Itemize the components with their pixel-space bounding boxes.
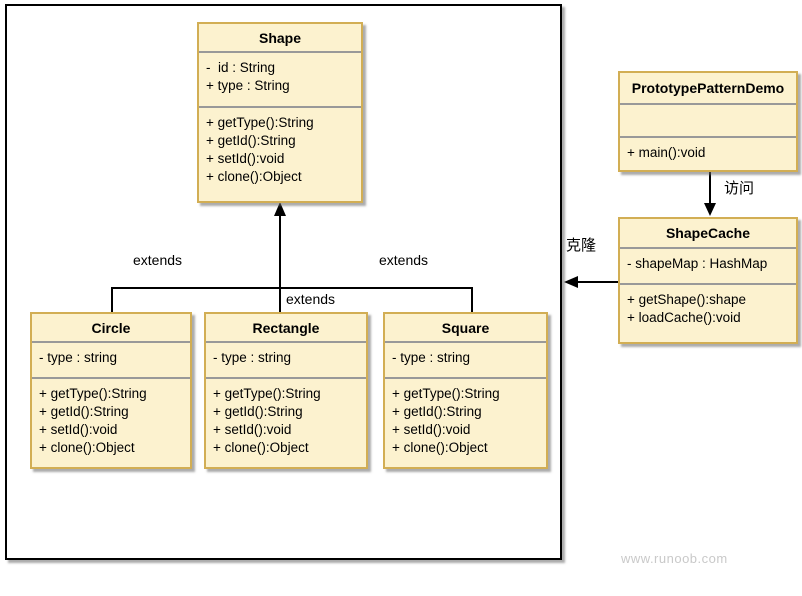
class-shapecache-methods: + getShape():shape + loadCache():void xyxy=(620,285,796,342)
class-square-attributes: - type : string xyxy=(385,343,546,379)
method-line: + getType():String xyxy=(39,386,147,401)
class-shapecache-title: ShapeCache xyxy=(620,219,796,249)
arrowhead-down-shapecache xyxy=(704,203,716,216)
class-shapecache-attributes: - shapeMap : HashMap xyxy=(620,249,796,285)
method-line: + clone():Object xyxy=(206,169,302,184)
method-line: + main():void xyxy=(627,145,706,160)
method-line: + getId():String xyxy=(392,404,482,419)
method-line: + setId():void xyxy=(206,151,285,166)
attribute-line: - type : string xyxy=(392,350,471,365)
method-line: + getType():String xyxy=(392,386,500,401)
method-line: + getShape():shape xyxy=(627,292,746,307)
access-label: 访问 xyxy=(724,180,755,197)
class-circle-title: Circle xyxy=(32,314,190,343)
attribute-line: + type : String xyxy=(206,78,290,93)
method-line: + setId():void xyxy=(213,422,292,437)
method-line: + clone():Object xyxy=(39,440,135,455)
class-prototypepatterndemo: PrototypePatternDemo + main():void xyxy=(618,71,798,172)
method-line: + clone():Object xyxy=(213,440,309,455)
method-line: + getType():String xyxy=(213,386,321,401)
class-circle-attributes: - type : string xyxy=(32,343,190,379)
attribute-line: - type : string xyxy=(39,350,118,365)
class-rectangle-attributes: - type : string xyxy=(206,343,366,379)
clone-label: 克隆 xyxy=(566,237,597,254)
arrowhead-left-frame xyxy=(564,276,578,288)
class-shape-attributes: - id : String + type : String xyxy=(199,53,361,108)
class-circle-methods: + getType():String + getId():String + se… xyxy=(32,379,190,467)
class-square-methods: + getType():String + getId():String + se… xyxy=(385,379,546,467)
extends-label-middle: extends xyxy=(285,291,337,308)
method-line: + getId():String xyxy=(206,133,296,148)
class-prototypepatterndemo-methods: + main():void xyxy=(620,138,796,170)
attribute-line: - type : string xyxy=(213,350,292,365)
class-prototypepatterndemo-title: PrototypePatternDemo xyxy=(620,73,796,105)
class-rectangle-methods: + getType():String + getId():String + se… xyxy=(206,379,366,467)
class-square: Square - type : string + getType():Strin… xyxy=(383,312,548,469)
class-rectangle-title: Rectangle xyxy=(206,314,366,343)
method-line: + getId():String xyxy=(39,404,129,419)
prototype-boundary-frame xyxy=(5,4,562,560)
method-line: + loadCache():void xyxy=(627,310,741,325)
class-shape-title: Shape xyxy=(199,24,361,53)
method-line: + getId():String xyxy=(213,404,303,419)
class-shape-methods: + getType():String + getId():String + se… xyxy=(199,108,361,201)
method-line: + setId():void xyxy=(392,422,471,437)
method-line: + setId():void xyxy=(39,422,118,437)
class-rectangle: Rectangle - type : string + getType():St… xyxy=(204,312,368,469)
class-circle: Circle - type : string + getType():Strin… xyxy=(30,312,192,469)
class-prototypepatterndemo-attributes xyxy=(620,105,796,138)
watermark-text: www.runoob.com xyxy=(621,551,728,566)
class-shapecache: ShapeCache - shapeMap : HashMap + getSha… xyxy=(618,217,798,344)
class-square-title: Square xyxy=(385,314,546,343)
extends-label-right: extends xyxy=(378,252,430,269)
method-line: + getType():String xyxy=(206,115,314,130)
attribute-line: - id : String xyxy=(206,60,276,75)
attribute-line: - shapeMap : HashMap xyxy=(627,256,768,271)
method-line: + clone():Object xyxy=(392,440,488,455)
extends-label-left: extends xyxy=(132,252,184,269)
class-shape: Shape - id : String + type : String + ge… xyxy=(197,22,363,203)
